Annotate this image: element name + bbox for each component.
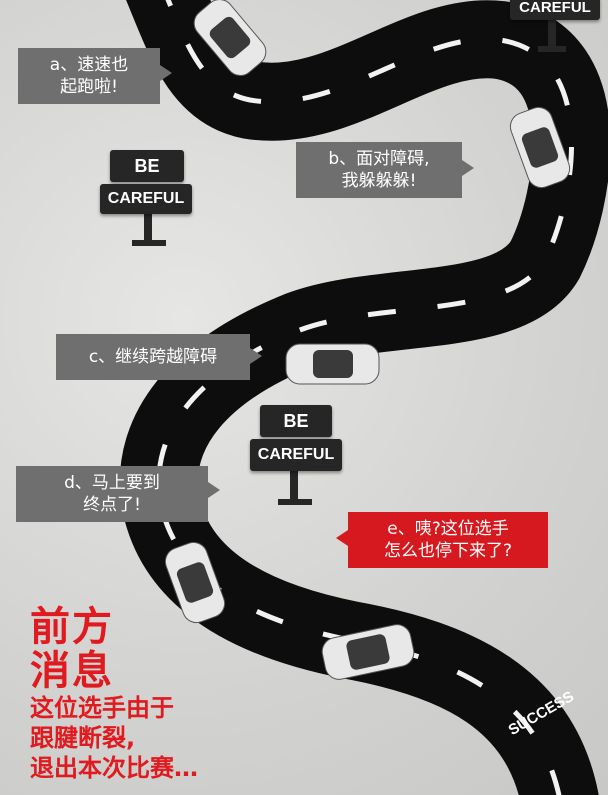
bubble-b-line1: b、面对障碍,	[328, 149, 430, 169]
headline: 前方 消息 这位选手由于 跟腱断裂, 退出本次比赛…	[30, 605, 198, 783]
bubble-d: d、马上要到 终点了!	[16, 466, 208, 522]
bubble-a-tail	[160, 65, 172, 81]
sign-text: BE	[134, 156, 160, 176]
sign-text: BE	[283, 411, 309, 431]
car-1	[187, 0, 273, 83]
sign-text: CAREFUL	[257, 446, 335, 463]
bubble-c: c、继续跨越障碍	[56, 334, 250, 380]
bubble-e-line1: e、咦?这位选手	[387, 519, 509, 539]
bubble-b: b、面对障碍, 我躲躲躲!	[296, 142, 462, 198]
bubble-e: e、咦?这位选手 怎么也停下来了?	[348, 512, 548, 568]
headline-line5: 退出本次比赛…	[30, 754, 198, 782]
bubble-a-line2: 起跑啦!	[60, 77, 118, 97]
car-4	[160, 537, 230, 628]
bubble-d-tail	[208, 482, 220, 498]
be-careful-sign-middle: BE CAREFUL	[250, 405, 342, 510]
car-3	[285, 343, 380, 385]
bubble-e-line2: 怎么也停下来了?	[383, 541, 513, 561]
bubble-e-tail	[336, 530, 348, 546]
careful-sign-top: CAREFUL	[510, 0, 600, 55]
bubble-c-line1: c、继续跨越障碍	[88, 347, 218, 367]
headline-line3: 这位选手由于	[30, 694, 174, 722]
be-careful-sign-left: BE CAREFUL	[100, 150, 192, 255]
car-2	[505, 102, 575, 193]
sign-text: CAREFUL	[519, 0, 591, 16]
bubble-d-line2: 终点了!	[83, 495, 141, 515]
bubble-a-line1: a、速速也	[49, 55, 129, 75]
sign-text: CAREFUL	[107, 190, 185, 207]
headline-line2: 消息	[30, 648, 114, 694]
bubble-b-line2: 我躲躲躲!	[341, 171, 417, 191]
bubble-b-tail	[462, 160, 474, 176]
bubble-d-line1: d、马上要到	[64, 473, 160, 493]
bubble-a: a、速速也 起跑啦!	[18, 48, 160, 104]
bubble-c-tail	[250, 348, 262, 364]
headline-line1: 前方	[30, 604, 114, 650]
headline-line4: 跟腱断裂,	[30, 724, 136, 752]
car-5	[318, 621, 417, 683]
